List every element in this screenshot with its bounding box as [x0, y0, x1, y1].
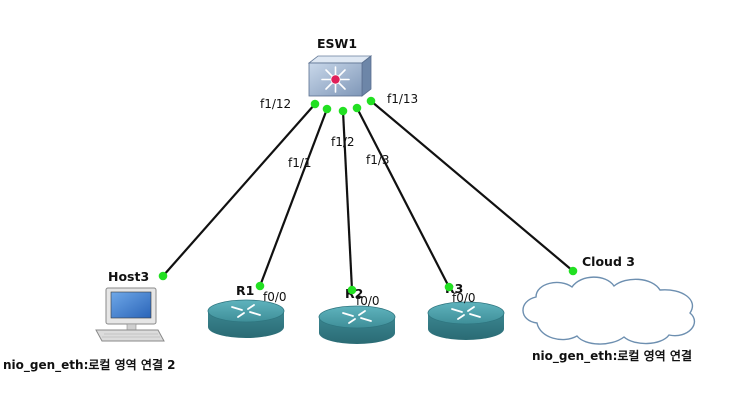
interface-label-f1-3: f1/3	[366, 153, 390, 167]
r1-node[interactable]: R1	[207, 283, 285, 338]
interface-label-f1-13: f1/13	[387, 92, 418, 106]
cloud3-label: Cloud 3	[582, 254, 635, 269]
esw1-node[interactable]: ESW1	[307, 36, 373, 97]
cloud3-caption: nio_gen_eth:로컬 영역 연결	[532, 348, 692, 364]
port-dot-cloud3[interactable]	[568, 266, 578, 276]
link-esw1-host3[interactable]	[162, 103, 316, 277]
port-dot-r2-f0-0[interactable]	[347, 285, 357, 295]
multilayer-switch-icon	[307, 55, 373, 97]
interface-label-f1-2: f1/2	[331, 135, 355, 149]
computer-icon	[95, 287, 165, 342]
port-indicators	[158, 96, 578, 295]
r1-label: R1	[236, 283, 254, 298]
port-dot-r3-f0-0[interactable]	[444, 282, 454, 292]
r3-node[interactable]: R3	[427, 281, 505, 340]
interface-label-r2-f0-0: f0/0	[356, 294, 380, 308]
host3-caption: nio_gen_eth:로컬 영역 연결 2	[3, 357, 176, 373]
router-icon	[427, 301, 505, 340]
port-dot-esw1-f1-3[interactable]	[352, 103, 362, 113]
links	[162, 100, 574, 291]
interface-label-f1-12: f1/12	[260, 97, 291, 111]
router-icon	[207, 299, 285, 338]
link-esw1-r3[interactable]	[356, 107, 450, 288]
interface-label-r1-f0-0: f0/0	[263, 290, 287, 304]
port-dot-esw1-f1-1[interactable]	[322, 104, 332, 114]
host3-label: Host3	[108, 269, 149, 284]
port-dot-esw1-f1-12[interactable]	[310, 99, 320, 109]
link-esw1-r1[interactable]	[258, 108, 329, 287]
port-dot-esw1-f1-13[interactable]	[366, 96, 376, 106]
port-dot-r1-f0-0[interactable]	[255, 281, 265, 291]
port-dot-esw1-f1-2[interactable]	[338, 106, 348, 116]
interface-label-f1-1: f1/1	[288, 156, 312, 170]
cloud3-node[interactable]: Cloud 3 nio_gen_eth:로컬 영역 연결	[522, 254, 696, 364]
link-esw1-cloud3[interactable]	[370, 100, 574, 272]
interface-labels: f1/12 f1/1 f1/2 f1/3 f1/13 f0/0 f0/0 f0/…	[260, 92, 476, 308]
esw1-label: ESW1	[317, 36, 357, 51]
cloud-icon	[522, 276, 696, 345]
host3-node[interactable]: Host3 nio_gen_eth:로컬 영역 연결 2	[3, 269, 176, 373]
router-icon	[318, 305, 396, 344]
interface-label-r3-f0-0: f0/0	[452, 291, 476, 305]
port-dot-host3[interactable]	[158, 271, 168, 281]
link-esw1-r2[interactable]	[341, 110, 354, 291]
